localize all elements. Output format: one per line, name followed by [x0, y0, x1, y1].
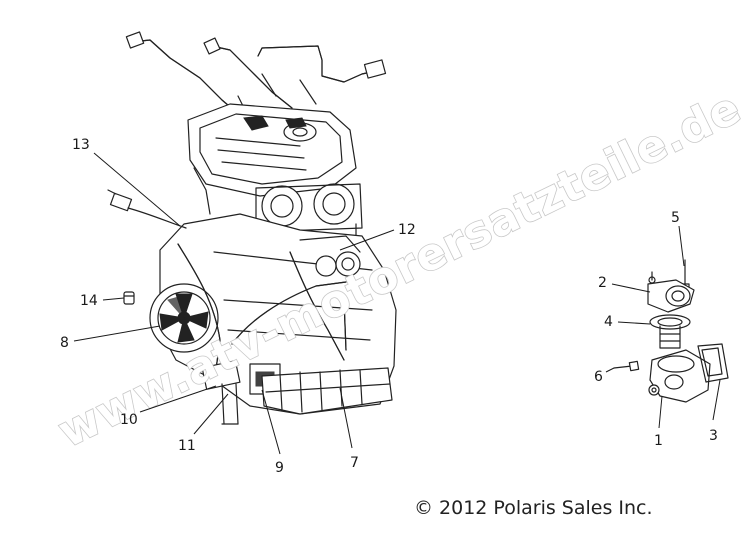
stator-cover [149, 283, 219, 353]
leader-line-10 [139, 385, 217, 413]
leader-line-9 [261, 389, 281, 455]
leader-line-7 [339, 387, 353, 449]
watermark-text: www.atv-motorersatzteile.de [50, 82, 749, 458]
oil-pan [261, 367, 393, 415]
callout-7: 7 [350, 455, 359, 471]
thermostat [649, 314, 691, 349]
cylinder-head [187, 103, 357, 215]
callout-4: 4 [604, 314, 613, 330]
callout-10: 10 [120, 412, 138, 428]
callout-9: 9 [275, 460, 284, 476]
coolant-hoses [177, 243, 347, 385]
engine-assembly-illustration [107, 31, 397, 425]
leader-line-8 [73, 325, 161, 342]
leader-line-4 [617, 321, 651, 325]
callout-6: 6 [594, 369, 603, 385]
engine-thermostat-housing [299, 235, 361, 277]
thermostat-housing [648, 349, 711, 403]
callout-5: 5 [671, 210, 680, 226]
leader-line-14 [102, 297, 125, 301]
screw [613, 360, 640, 372]
callout-3: 3 [709, 428, 718, 444]
callout-2: 2 [598, 275, 607, 291]
leader-line-11 [193, 393, 229, 435]
leader-line-2 [611, 283, 651, 293]
leader-line-13 [93, 152, 181, 227]
callout-13: 13 [72, 137, 90, 153]
callout-14: 14 [80, 293, 98, 309]
callout-12: 12 [398, 222, 416, 238]
leader-line-6 [605, 367, 615, 373]
callout-1: 1 [654, 433, 663, 449]
leader-line-1 [658, 395, 663, 429]
wiring-harness [125, 31, 387, 113]
temperature-sensor [107, 189, 187, 229]
gasket [697, 343, 729, 383]
leader-line-3 [712, 379, 721, 421]
thermostat-exploded-view [613, 259, 729, 403]
callout-11: 11 [178, 438, 196, 454]
thermostat-cover [647, 271, 695, 313]
leader-line-12 [339, 229, 395, 251]
callouts: 13 12 14 8 10 11 9 7 5 2 4 6 1 3 [60, 137, 721, 476]
callout-8: 8 [60, 335, 69, 351]
copyright-notice: © 2012 Polaris Sales Inc. [414, 497, 653, 519]
leader-line-5 [678, 225, 685, 267]
plug-cap [123, 291, 135, 305]
